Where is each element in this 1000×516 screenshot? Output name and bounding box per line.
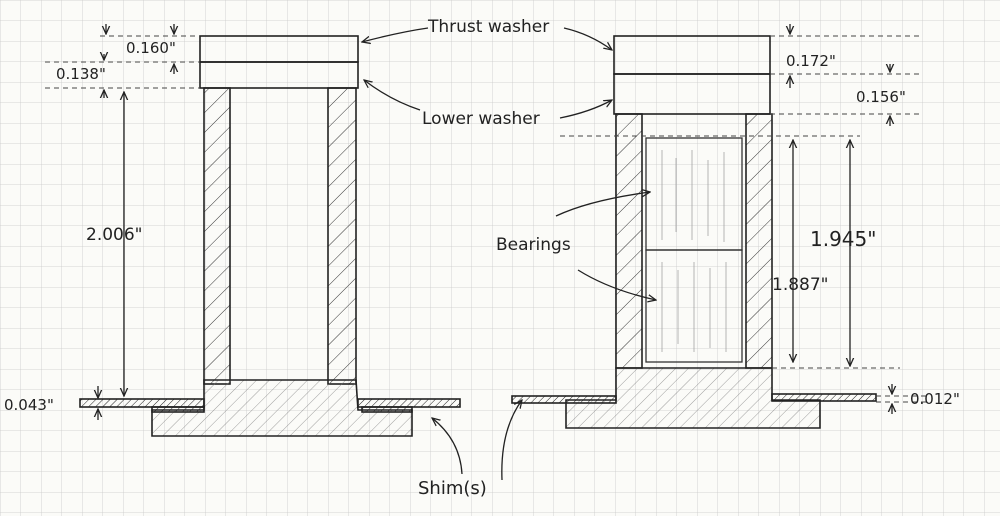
right-thrust-dim-label: 0.172" bbox=[786, 52, 836, 70]
shims-label: Shim(s) bbox=[418, 478, 487, 499]
right-assembly bbox=[511, 35, 877, 429]
right-shim-dim-label: 0.012" bbox=[910, 390, 960, 408]
left-wall-left bbox=[203, 87, 231, 385]
bearings-leader-upper bbox=[555, 192, 650, 217]
left-lower-dim-label: 0.138" bbox=[56, 65, 106, 83]
right-bearing-dim-label: 1.887" bbox=[772, 275, 829, 295]
right-wall-right bbox=[745, 113, 773, 369]
lower-washer-label: Lower washer bbox=[422, 109, 540, 129]
bearings-leader-lower bbox=[577, 269, 656, 300]
thrust-leader-left bbox=[362, 27, 429, 42]
right-lower-washer bbox=[613, 73, 771, 115]
left-shim-dim-label: 0.043" bbox=[4, 396, 54, 414]
right-lower-dim-label: 0.156" bbox=[856, 88, 906, 106]
left-assembly bbox=[79, 35, 461, 437]
left-extension-lines bbox=[45, 35, 200, 89]
thrust-washer-label: Thrust washer bbox=[427, 17, 549, 37]
left-thrust-dim-label: 0.160" bbox=[126, 39, 176, 57]
callout-leaders bbox=[362, 27, 656, 481]
shims-leader-right bbox=[501, 400, 522, 481]
shims-leader-left bbox=[432, 418, 463, 475]
left-baseline-plate-right bbox=[357, 398, 461, 408]
right-baseline-plate-left bbox=[511, 395, 617, 404]
bearing-lower bbox=[645, 249, 743, 363]
left-wall-right bbox=[327, 87, 357, 385]
left-shim-right bbox=[361, 406, 413, 413]
right-wall-left bbox=[615, 113, 643, 369]
left-dimensions bbox=[98, 24, 174, 420]
right-dimensions bbox=[790, 24, 892, 414]
right-baseline-plate-right bbox=[771, 393, 877, 402]
thrust-leader-right bbox=[563, 27, 612, 50]
lower-leader-left bbox=[364, 80, 421, 111]
left-lower-washer bbox=[199, 61, 359, 89]
left-shim-left bbox=[151, 406, 205, 413]
right-extension-lines bbox=[560, 35, 930, 403]
right-overall-dim-label: 1.945" bbox=[810, 227, 876, 251]
left-bore-dim-label: 2.006" bbox=[86, 225, 143, 245]
lower-leader-right bbox=[559, 100, 612, 119]
bearings-label: Bearings bbox=[496, 235, 571, 255]
left-baseline-plate-left bbox=[79, 398, 205, 408]
